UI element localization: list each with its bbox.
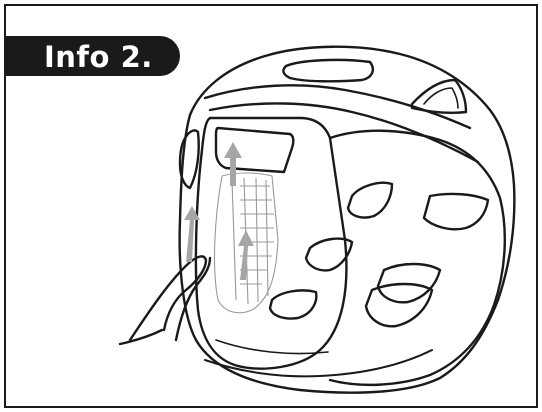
helmet-lower-vent [366, 284, 432, 326]
up-arrow-icon [238, 230, 254, 280]
helmet-ridge-line [205, 85, 470, 128]
up-arrow-icon [224, 142, 242, 186]
helmet-top-vent [283, 60, 372, 81]
helmet-side-vent [348, 183, 392, 218]
helmet-rear-window-vent [216, 128, 293, 172]
helmet-side-vent [424, 194, 488, 229]
helmet-rear-panel [196, 118, 347, 369]
helmet-lower-vent [270, 290, 316, 318]
helmet-side-panel [330, 131, 505, 385]
